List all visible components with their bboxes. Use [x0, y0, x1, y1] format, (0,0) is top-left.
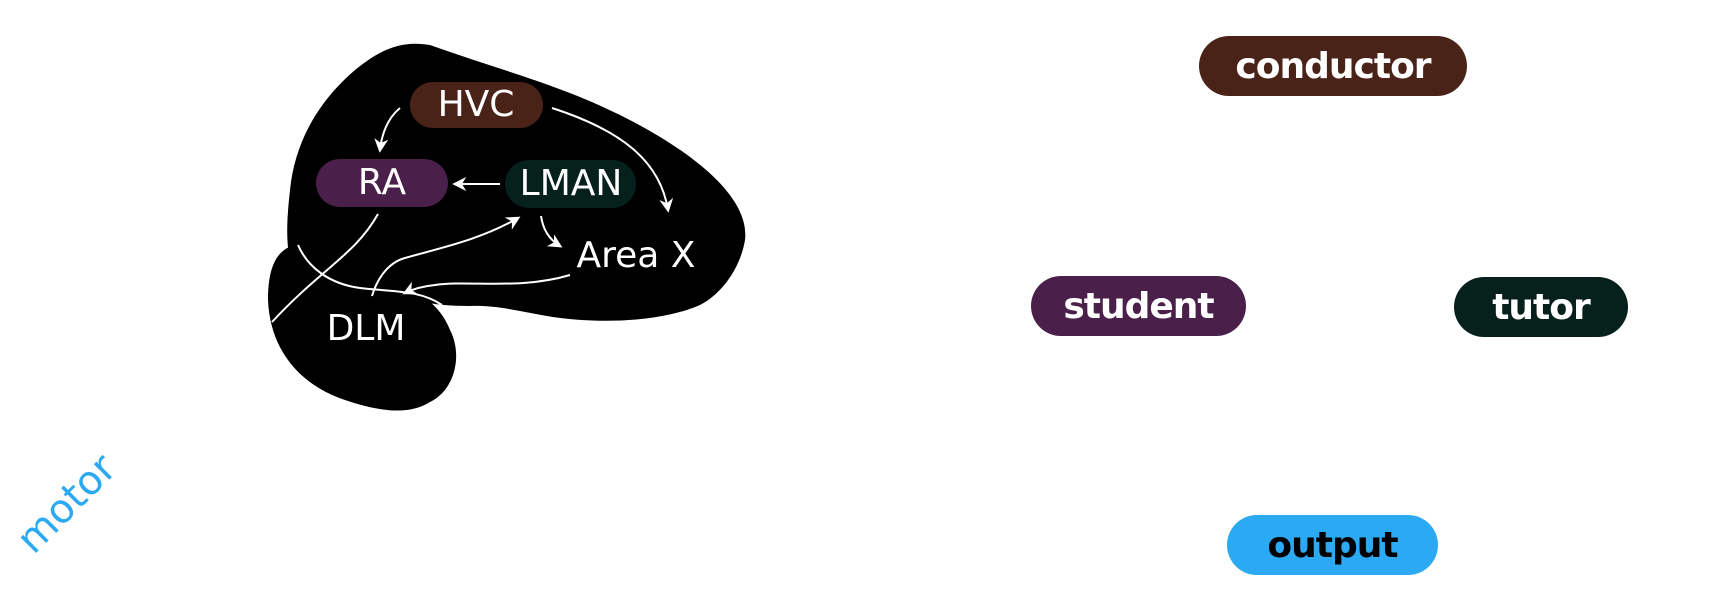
dlm-label: DLM: [327, 308, 406, 349]
brain-lower-lobe: [268, 245, 457, 411]
arrow-hvc-to-area-x: [551, 107, 674, 213]
ra-label: RA: [358, 162, 407, 203]
conductor-pill: conductor: [1199, 36, 1467, 96]
ra-pill: [316, 159, 448, 207]
tutor-label: tutor: [1492, 286, 1591, 328]
area-x-label: Area X: [577, 235, 696, 276]
output-pill: output: [1227, 515, 1438, 575]
arrow-dlm-to-lman: [371, 216, 521, 297]
lman-pill: [505, 160, 636, 208]
student-label: student: [1063, 285, 1214, 327]
conductor-label: conductor: [1235, 45, 1431, 87]
hvc-pill: [410, 82, 543, 128]
output-label: output: [1267, 524, 1398, 566]
lman-label: LMAN: [520, 163, 623, 204]
arrow-area-x-to-dlm: [402, 274, 571, 295]
line-ra-descending: [271, 213, 379, 323]
connections: [271, 107, 674, 323]
ra-node: RA: [316, 159, 448, 207]
student-pill: student: [1031, 276, 1246, 336]
hvc-node: HVC: [410, 82, 543, 128]
line-hvc-ra-to-dlm: [297, 244, 443, 306]
lman-node: LMAN: [505, 160, 636, 208]
arrow-hvc-to-ra: [374, 107, 401, 153]
tutor-pill: tutor: [1454, 277, 1628, 337]
hvc-label: HVC: [438, 84, 515, 125]
arrow-lman-to-area-x: [540, 215, 563, 248]
